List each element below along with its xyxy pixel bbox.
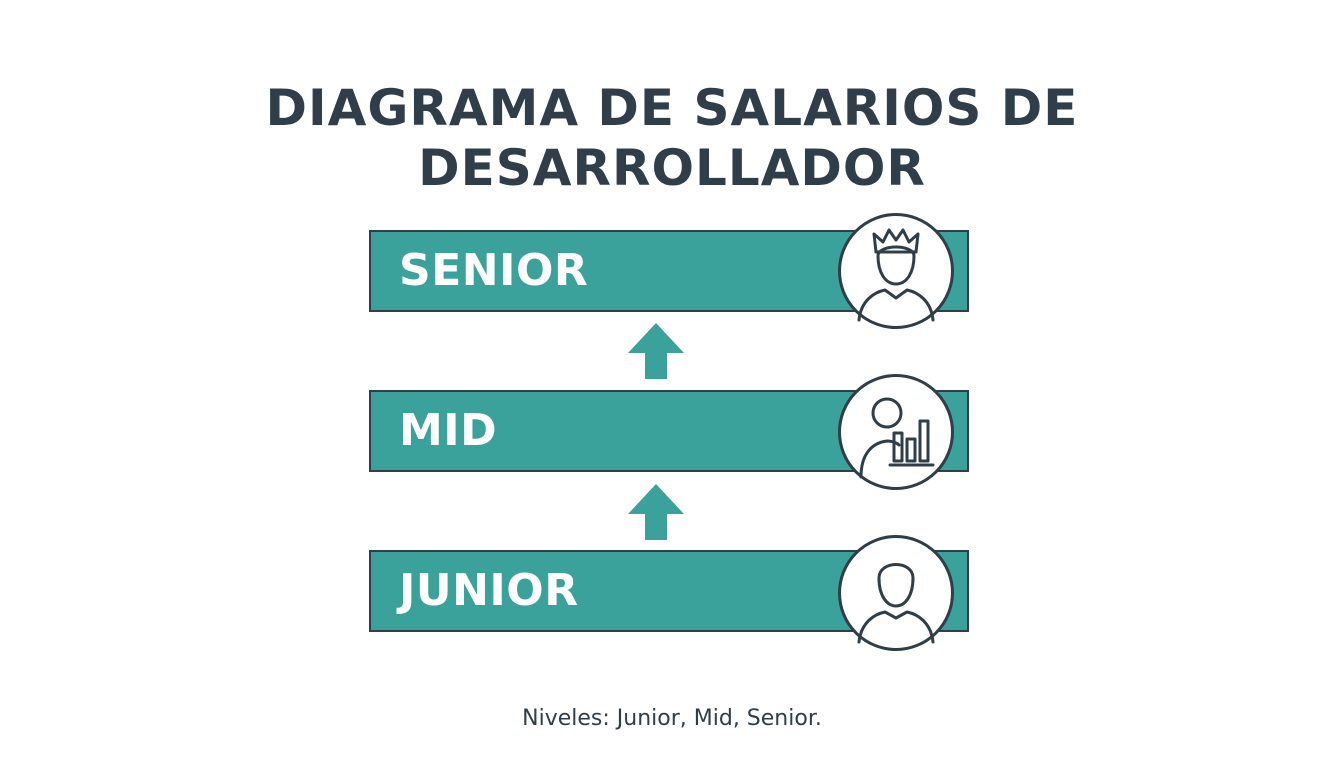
diagram-title: DIAGRAMA DE SALARIOS DE DESARROLLADOR: [0, 78, 1344, 198]
diagram-title-line-2: DESARROLLADOR: [418, 138, 926, 197]
person-with-bar-chart-icon: [838, 374, 954, 490]
level-label-senior: SENIOR: [399, 245, 589, 296]
crowned-person-icon: [838, 213, 954, 329]
arrow-up-icon: [628, 484, 684, 540]
level-label-mid: MID: [399, 405, 498, 456]
diagram-caption: Niveles: Junior, Mid, Senior.: [522, 706, 822, 731]
diagram-title-line-1: DIAGRAMA DE SALARIOS DE: [265, 78, 1079, 137]
arrow-up-icon: [628, 323, 684, 379]
level-label-junior: JUNIOR: [399, 565, 579, 616]
person-icon: [838, 535, 954, 651]
